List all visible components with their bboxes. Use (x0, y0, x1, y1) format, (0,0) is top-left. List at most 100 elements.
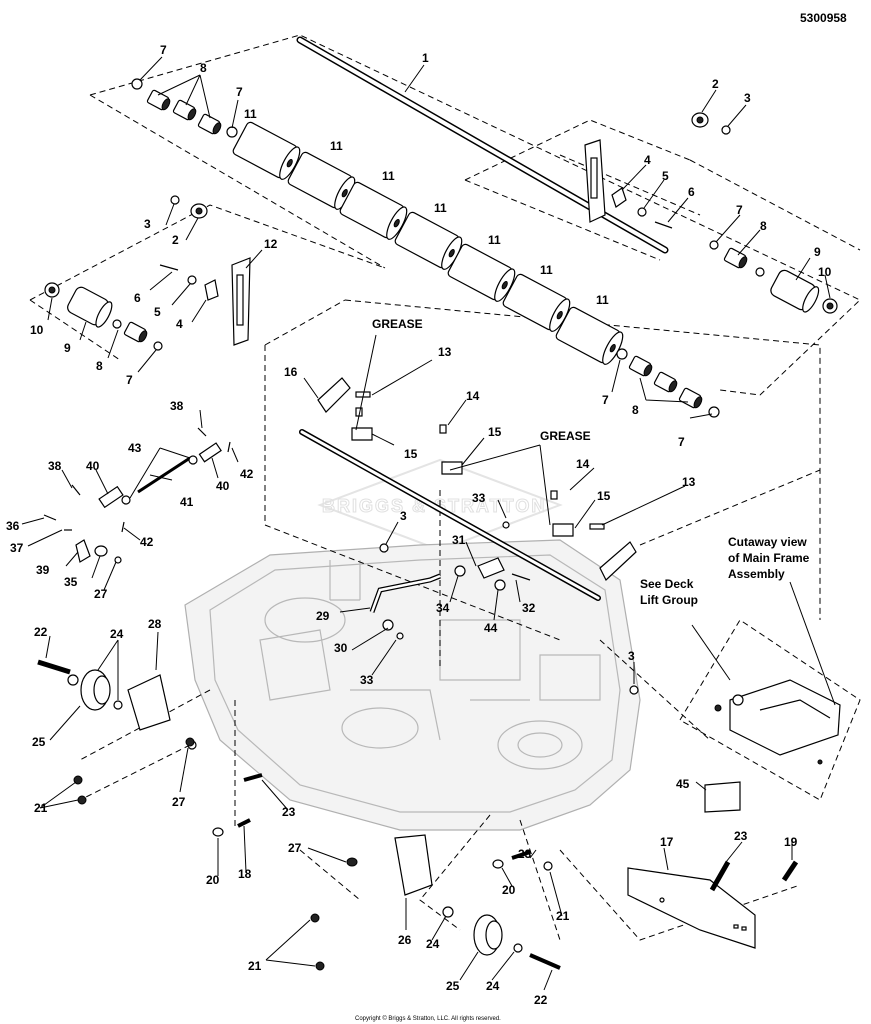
callout-label: 3 (400, 509, 407, 523)
callout-label: 8 (632, 403, 639, 417)
callout-label: 21 (556, 909, 570, 923)
callout-labels: 1 2 3 4 5 6 7 8 7 11 11 11 11 11 11 11 7… (6, 43, 832, 1007)
deck-lift-shaft (299, 377, 637, 601)
callout-label: 10 (30, 323, 44, 337)
left-gauge-wheel (37, 659, 195, 805)
callout-label: 40 (216, 479, 230, 493)
callout-label: 15 (488, 425, 502, 439)
callout-label: 11 (596, 293, 609, 307)
roller (447, 243, 516, 302)
callout-label: 33 (472, 491, 486, 505)
callout-label: 22 (34, 625, 48, 639)
callout-label: 20 (502, 883, 516, 897)
callout-label: 45 (676, 777, 690, 791)
callout-label: 7 (678, 435, 685, 449)
callout-label: 23 (282, 805, 296, 819)
cutaway-main-frame (704, 679, 841, 813)
callout-label: 4 (176, 317, 183, 331)
roller (502, 273, 571, 332)
callout-label: 27 (288, 841, 302, 855)
lift-link-hardware (187, 521, 639, 750)
callout-label: 27 (172, 795, 186, 809)
callout-label: 24 (110, 627, 124, 641)
callout-label: 38 (170, 399, 184, 413)
callout-label: 3 (144, 217, 151, 231)
callout-label: 42 (240, 467, 254, 481)
callout-label: 36 (6, 519, 20, 533)
right-roller-bracket (584, 112, 838, 314)
spacer-stack-top-left (131, 78, 238, 138)
callout-label: 2 (712, 77, 719, 91)
callout-label: 14 (576, 457, 590, 471)
center-bolts (212, 773, 263, 837)
callout-label: 44 (484, 621, 498, 635)
callout-label: 5 (154, 305, 161, 319)
callout-label: 1 (422, 51, 429, 65)
callout-label: 16 (284, 365, 298, 379)
callout-label: 6 (688, 185, 695, 199)
callout-label: 11 (488, 233, 501, 247)
callout-label: 31 (452, 533, 466, 547)
left-roller-bracket (44, 195, 251, 351)
grease-note-lower: GREASE (540, 429, 591, 443)
left-control-linkage (43, 427, 231, 564)
callout-label: 39 (36, 563, 50, 577)
roller (555, 306, 624, 365)
callout-label: 22 (534, 993, 548, 1007)
roller (394, 211, 463, 270)
callout-label: 24 (426, 937, 440, 951)
callout-label: 23 (734, 829, 748, 843)
callout-label: 21 (248, 959, 262, 973)
document-number: 5300958 (800, 11, 847, 25)
callout-label: 8 (200, 61, 207, 75)
mower-deck (184, 539, 641, 831)
callout-label: 11 (382, 169, 395, 183)
callout-label: 3 (744, 91, 751, 105)
assembly-frames (29, 34, 861, 941)
callout-label: 10 (818, 265, 832, 279)
callout-label: 32 (522, 601, 536, 615)
callout-label: 27 (94, 587, 108, 601)
callout-label: 18 (238, 867, 252, 881)
callout-label: 15 (404, 447, 418, 461)
callout-label: 8 (96, 359, 103, 373)
callout-label: 7 (126, 373, 133, 387)
callout-label: 34 (436, 601, 450, 615)
spacer-stack-bottom-right (616, 348, 720, 418)
callout-label: 11 (540, 263, 553, 277)
callout-label: 6 (134, 291, 141, 305)
callout-label: 43 (128, 441, 142, 455)
callout-label: 14 (466, 389, 480, 403)
callout-label: 29 (316, 609, 330, 623)
callout-label: 26 (398, 933, 412, 947)
callout-label: 15 (597, 489, 611, 503)
callout-label: 2 (172, 233, 179, 247)
callout-label: 21 (34, 801, 48, 815)
roller-set (232, 121, 624, 365)
diagram-notes: GREASE GREASE See Deck Lift Group Cutawa… (372, 317, 810, 607)
callout-label: 7 (160, 43, 167, 57)
callout-label: 7 (236, 85, 243, 99)
callout-label: 8 (760, 219, 767, 233)
callout-label: 30 (334, 641, 348, 655)
callout-label: 28 (148, 617, 162, 631)
callout-label: 3 (628, 649, 635, 663)
callout-label: 25 (32, 735, 46, 749)
see-deck-note-line1: See Deck (640, 577, 694, 591)
front-baffle (627, 860, 799, 949)
callout-label: 23 (518, 847, 532, 861)
callout-label: 11 (330, 139, 343, 153)
roller (339, 181, 408, 240)
callout-label: 25 (446, 979, 460, 993)
copyright-notice: Copyright © Briggs & Stratton, LLC. All … (355, 1015, 501, 1022)
callout-label: 20 (206, 873, 220, 887)
callout-label: 11 (244, 107, 257, 121)
roller (287, 151, 356, 210)
callout-label: 35 (64, 575, 78, 589)
grease-note-upper: GREASE (372, 317, 423, 331)
callout-label: 5 (662, 169, 669, 183)
callout-label: 33 (360, 673, 374, 687)
callout-label: 19 (784, 835, 798, 849)
callout-label: 40 (86, 459, 100, 473)
callout-leaders (21, 56, 836, 991)
